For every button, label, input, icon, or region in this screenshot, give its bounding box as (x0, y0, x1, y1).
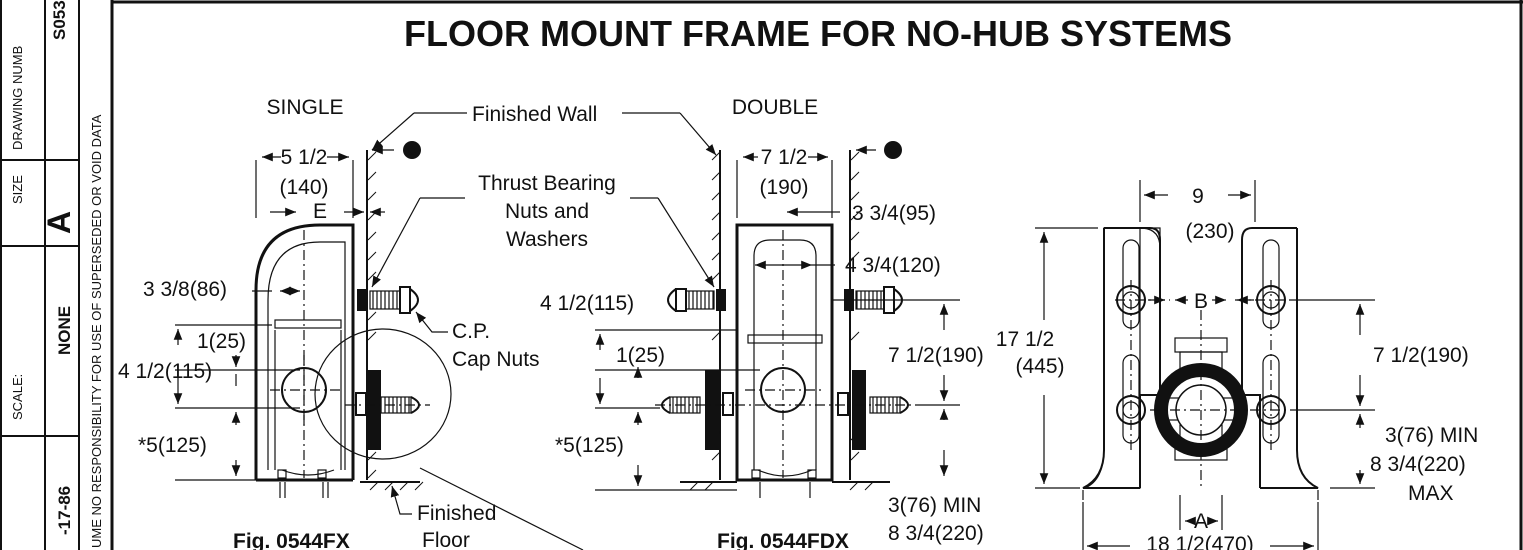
double-heading: DOUBLE (732, 96, 818, 119)
scale-label: SCALE: (10, 374, 25, 420)
single-e-dim: E (313, 200, 327, 223)
front-9-dim: 9 (1192, 185, 1204, 208)
single-figure-label: Fig. 0544FX (233, 530, 350, 550)
front-b-dim: B (1194, 290, 1208, 313)
front-3min-dim: 3(76) MIN (1385, 424, 1478, 447)
thrust-bearing-line2: Nuts and (505, 200, 589, 223)
single-338-dim: 3 3/8(86) (143, 278, 227, 301)
drawing-number-label: DRAWING NUMB (10, 46, 25, 150)
front-712-dim: 7 1/2(190) (1373, 344, 1469, 367)
single-412-dim: 4 1/2(115) (118, 360, 212, 383)
title-block: DRAWING NUMB S053 SIZE A SCALE: NONE -17… (0, 0, 114, 550)
drawing-number: S053 (50, 0, 69, 40)
double-width-dim: 7 1/2 (761, 146, 808, 169)
double-width-mm: (190) (759, 176, 808, 199)
finished-wall-label: Finished Wall (472, 103, 597, 126)
single-1-dim: 1(25) (197, 330, 246, 353)
revision-mark-single: C (408, 144, 417, 158)
size-value: A (41, 211, 77, 234)
size-label: SIZE (10, 175, 25, 204)
single-heading: SINGLE (266, 96, 343, 119)
double-figure-label: Fig. 0544FDX (717, 530, 849, 550)
double-5-dim: *5(125) (555, 434, 624, 457)
revision-mark-double: C (889, 144, 898, 158)
single-width-dim: 5 1/2 (281, 146, 328, 169)
double-412-dim: 4 1/2(115) (540, 292, 634, 315)
front-1712mm-dim: (445) (1015, 355, 1064, 378)
double-view: DOUBLE (540, 96, 984, 550)
scale-value: NONE (55, 306, 74, 355)
thrust-bearing-line1: Thrust Bearing (478, 172, 616, 195)
front-1712-dim: 17 1/2 (996, 328, 1054, 351)
disclaimer-text: UME NO RESPONSIBILITY FOR USE OF SUPERSE… (89, 114, 104, 548)
double-712-dim: 7 1/2(190) (888, 344, 984, 367)
single-view: SINGLE (118, 96, 452, 550)
double-434-dim: 4 3/4(120) (845, 254, 941, 277)
finished-floor-line2: Floor (422, 529, 470, 550)
double-834-dim: 8 3/4(220) (888, 522, 984, 545)
front-view: 9 (230) B 17 1/2 (445) 7 1/2(190) 3(76) … (996, 180, 1478, 550)
front-a-dim: A (1194, 510, 1208, 533)
single-width-mm: (140) (279, 176, 328, 199)
cp-cap-nuts-line1: C.P. (452, 320, 490, 343)
front-9mm-dim: (230) (1185, 220, 1234, 243)
front-1812-dim: 18 1/2(470) (1146, 533, 1253, 550)
revision-marker-icon (403, 141, 421, 159)
double-1-dim: 1(25) (616, 344, 665, 367)
single-5-dim: *5(125) (138, 434, 207, 457)
callouts: Finished Wall C C Thrust Bearing Nuts an… (371, 103, 902, 550)
thrust-bearing-line3: Washers (506, 228, 588, 251)
date-value: -17-86 (55, 486, 74, 535)
finished-floor-line1: Finished (417, 502, 496, 525)
front-max-dim: MAX (1408, 482, 1454, 505)
cp-cap-nuts-line2: Cap Nuts (452, 348, 540, 371)
double-3min-dim: 3(76) MIN (888, 494, 981, 517)
front-834-dim: 8 3/4(220) (1370, 453, 1466, 476)
double-334-dim: 3 3/4(95) (852, 202, 936, 225)
page-title: FLOOR MOUNT FRAME FOR NO-HUB SYSTEMS (404, 13, 1232, 54)
revision-marker-icon (884, 141, 902, 159)
